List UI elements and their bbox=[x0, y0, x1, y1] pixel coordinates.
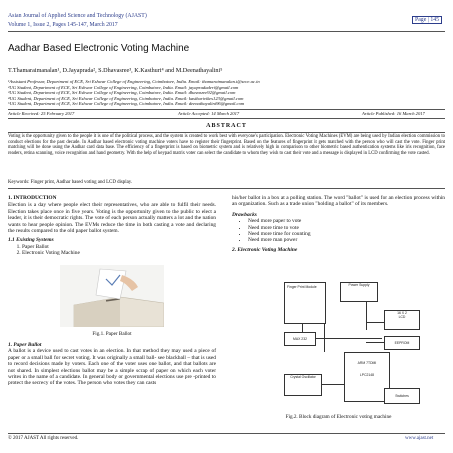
switches-label: Switches bbox=[395, 394, 409, 398]
crystal-oscillator-block: Crystal Oscillator bbox=[284, 374, 322, 396]
abstract-heading: ABSTRACT bbox=[206, 123, 247, 129]
page-number: Page | 145 bbox=[412, 16, 443, 24]
affiliations: ¹Assistant Professor, Department of ECE,… bbox=[8, 79, 445, 107]
switches-block: Switches bbox=[384, 388, 420, 404]
list-item: Need more paper to vote bbox=[248, 218, 445, 224]
date-received: Article Received: 25 February 2017 bbox=[8, 111, 75, 116]
affiliation-3: ³UG Student, Department of ECE, Sri Eshw… bbox=[8, 90, 236, 96]
ballot-box-illustration bbox=[60, 265, 165, 328]
right-column: his/her ballot in a box at a polling sta… bbox=[232, 195, 445, 253]
abstract-rule bbox=[8, 132, 445, 133]
paper-ballot-heading: 1. Paper Ballot bbox=[8, 342, 42, 348]
affiliation-5: ⁵UG Student, Department of ECE, Sri Eshw… bbox=[8, 101, 245, 107]
fig2-caption: Fig.2. Block diagram of Electronic votin… bbox=[285, 414, 392, 420]
paper-ballot-figure bbox=[60, 265, 165, 328]
date-accepted: Article Accepted: 14 March 2017 bbox=[178, 111, 240, 116]
paper-ballot-text: A ballot is a device used to cast votes … bbox=[8, 348, 216, 387]
eeprom-block: EEPROM bbox=[384, 336, 420, 350]
lpc-label: LPC2148 bbox=[359, 373, 375, 377]
affiliation-1: ¹Assistant Professor, Department of ECE,… bbox=[8, 79, 260, 84]
author-list: T.Thamaraimanalan¹, D.Jayaprada², S.Dhav… bbox=[8, 67, 223, 74]
affiliation-4: ⁴UG Student, Department of ECE, Sri Eshw… bbox=[8, 95, 244, 101]
keywords: Keywords: Finger print, Aadhar based vot… bbox=[8, 180, 133, 185]
power-supply-block: Power Supply bbox=[340, 282, 378, 302]
arm-controller-block: ARM 7TDMI LPC2148 bbox=[344, 352, 390, 402]
copyright: © 2017 AJAST All rights reserved. bbox=[8, 436, 79, 441]
date-published: Article Published: 16 March 2017 bbox=[362, 111, 425, 116]
dates-rule-bottom bbox=[8, 118, 445, 119]
intro-text: Election is a day where people elect the… bbox=[8, 202, 216, 235]
evm-heading: 2. Electronic Voting Machine bbox=[232, 246, 298, 253]
dates-rule-top bbox=[8, 109, 445, 110]
list-item: Paper Ballot bbox=[22, 244, 216, 250]
abstract-rule-bottom bbox=[8, 188, 445, 189]
fingerprint-label: Finger Print Module bbox=[287, 285, 317, 289]
journal-name: Asian Journal of Applied Science and Tec… bbox=[8, 13, 147, 19]
ballot-continued-text: his/her ballot in a box at a polling sta… bbox=[232, 195, 445, 208]
max232-block: MAX 232 bbox=[284, 332, 316, 346]
list-item: Electronic Voting Machine bbox=[22, 250, 216, 256]
affiliation-2: ²UG Student, Department of ECE, Sri Eshw… bbox=[8, 84, 239, 90]
abstract-text: Voting is the opportunity given to the p… bbox=[8, 134, 445, 156]
header-rule bbox=[8, 31, 445, 32]
intro-heading: 1. INTRODUCTION bbox=[8, 195, 57, 201]
fig1-caption: Fig.1. Paper Ballot bbox=[92, 331, 132, 337]
drawbacks-heading: Drawbacks bbox=[232, 211, 257, 218]
lcd-block: 16 X 2 LCD bbox=[384, 310, 420, 330]
power-supply-label: Power Supply bbox=[348, 283, 370, 287]
lcd-size-label: 16 X 2 bbox=[397, 311, 407, 315]
journal-volume: Volume 1, Issue 2, Pages 145-147, March … bbox=[8, 22, 118, 28]
list-item: Need more man power bbox=[248, 237, 445, 243]
crystal-label: Crystal Oscillator bbox=[290, 375, 316, 379]
fingerprint-module-block: Finger Print Module bbox=[284, 282, 326, 324]
arm-label: ARM 7TDMI bbox=[357, 361, 377, 365]
existing-systems-heading: 1.1 Existing Systems bbox=[8, 237, 54, 244]
list-item: Need more time to vote bbox=[248, 225, 445, 231]
eeprom-label: EEPROM bbox=[394, 341, 410, 345]
list-item: Need more time for counting bbox=[248, 231, 445, 237]
block-diagram: Finger Print Module Power Supply 16 X 2 … bbox=[280, 280, 420, 408]
left-column: 1. INTRODUCTION Election is a day where … bbox=[8, 195, 216, 257]
paper-title: Aadhar Based Electronic Voting Machine bbox=[8, 43, 190, 54]
existing-systems-list: Paper Ballot Electronic Voting Machine bbox=[8, 244, 216, 257]
max232-label: MAX 232 bbox=[293, 337, 307, 341]
lcd-label: LCD bbox=[398, 315, 406, 319]
paper-ballot-section: 1. Paper Ballot A ballot is a device use… bbox=[8, 342, 216, 387]
journal-url[interactable]: www.ajast.net bbox=[405, 436, 434, 441]
footer-rule bbox=[8, 433, 445, 434]
drawbacks-list: Need more paper to vote Need more time t… bbox=[232, 218, 445, 244]
